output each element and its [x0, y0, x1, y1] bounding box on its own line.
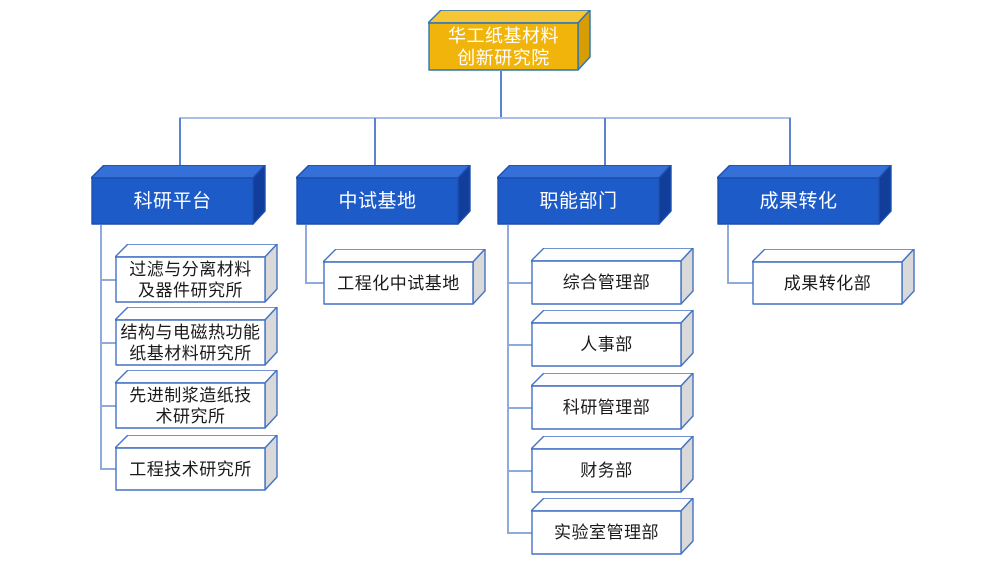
stub-branch-2-child-1 — [305, 282, 324, 284]
stub-branch-4-child-1 — [727, 282, 753, 284]
org-node-laboratory-management-dept: 实验室管理部 — [531, 498, 694, 555]
org-node-label: 先进制浆造纸技 术研究所 — [129, 385, 252, 426]
stub-branch-3-child-3 — [507, 407, 532, 409]
org-node-engineering-pilot-base: 工程化中试基地 — [323, 249, 486, 305]
org-node-research-platform: 科研平台 — [91, 165, 266, 225]
org-node-label: 成果转化部 — [783, 273, 872, 293]
org-node-label: 工程技术研究所 — [129, 459, 252, 479]
stub-branch-3-child-4 — [507, 470, 532, 472]
org-node-hr-dept: 人事部 — [531, 310, 694, 367]
stub-branch-3-child-2 — [507, 344, 532, 346]
org-node-label: 工程化中试基地 — [337, 273, 460, 293]
org-node-finance-dept: 财务部 — [531, 436, 694, 493]
org-node-achievement-transfer-dept: 成果转化部 — [752, 249, 915, 305]
org-node-label: 职能部门 — [539, 190, 618, 212]
org-node-root-institute: 华工纸基材料 创新研究院 — [428, 10, 591, 71]
org-node-general-management-dept: 综合管理部 — [531, 248, 694, 305]
org-node-label: 华工纸基材料 创新研究院 — [448, 25, 559, 68]
rail-branch-1 — [100, 225, 102, 470]
org-node-pilot-base: 中试基地 — [296, 165, 471, 225]
connector-drop-branch-1 — [179, 118, 181, 178]
org-node-structural-em-thermal-institute: 结构与电磁热功能 纸基材料研究所 — [115, 307, 278, 366]
org-node-functional-departments: 职能部门 — [497, 165, 672, 225]
connector-drop-branch-2 — [374, 118, 376, 178]
stub-branch-1-child-4 — [100, 468, 116, 470]
stub-branch-1-child-2 — [100, 342, 116, 344]
stub-branch-3-child-1 — [507, 282, 532, 284]
rail-branch-2 — [305, 225, 307, 283]
org-node-achievement-transfer: 成果转化 — [717, 165, 892, 225]
org-node-label: 结构与电磁热功能 纸基材料研究所 — [120, 322, 261, 363]
org-node-label: 科研管理部 — [562, 398, 651, 417]
org-node-filtration-separation-institute: 过滤与分离材料 及器件研究所 — [115, 244, 278, 303]
org-node-label: 人事部 — [580, 335, 633, 354]
connector-main-horizontal — [179, 117, 791, 119]
org-node-research-management-dept: 科研管理部 — [531, 373, 694, 430]
rail-branch-4 — [727, 225, 729, 283]
org-node-pulping-papermaking-institute: 先进制浆造纸技 术研究所 — [115, 370, 278, 429]
org-node-label: 财务部 — [580, 461, 633, 480]
stub-branch-3-child-5 — [507, 532, 532, 534]
org-node-label: 综合管理部 — [562, 273, 651, 292]
rail-branch-3 — [507, 225, 509, 533]
org-node-label: 成果转化 — [759, 190, 838, 212]
connector-drop-branch-4 — [789, 118, 791, 178]
org-node-label: 中试基地 — [338, 190, 417, 212]
stub-branch-1-child-1 — [100, 279, 116, 281]
connector-root-stem — [500, 71, 502, 118]
org-node-label: 科研平台 — [133, 190, 212, 212]
org-node-engineering-technology-institute: 工程技术研究所 — [115, 435, 278, 491]
connector-drop-branch-3 — [604, 118, 606, 178]
org-node-label: 过滤与分离材料 及器件研究所 — [129, 259, 252, 300]
stub-branch-1-child-3 — [100, 405, 116, 407]
org-node-label: 实验室管理部 — [554, 523, 659, 542]
